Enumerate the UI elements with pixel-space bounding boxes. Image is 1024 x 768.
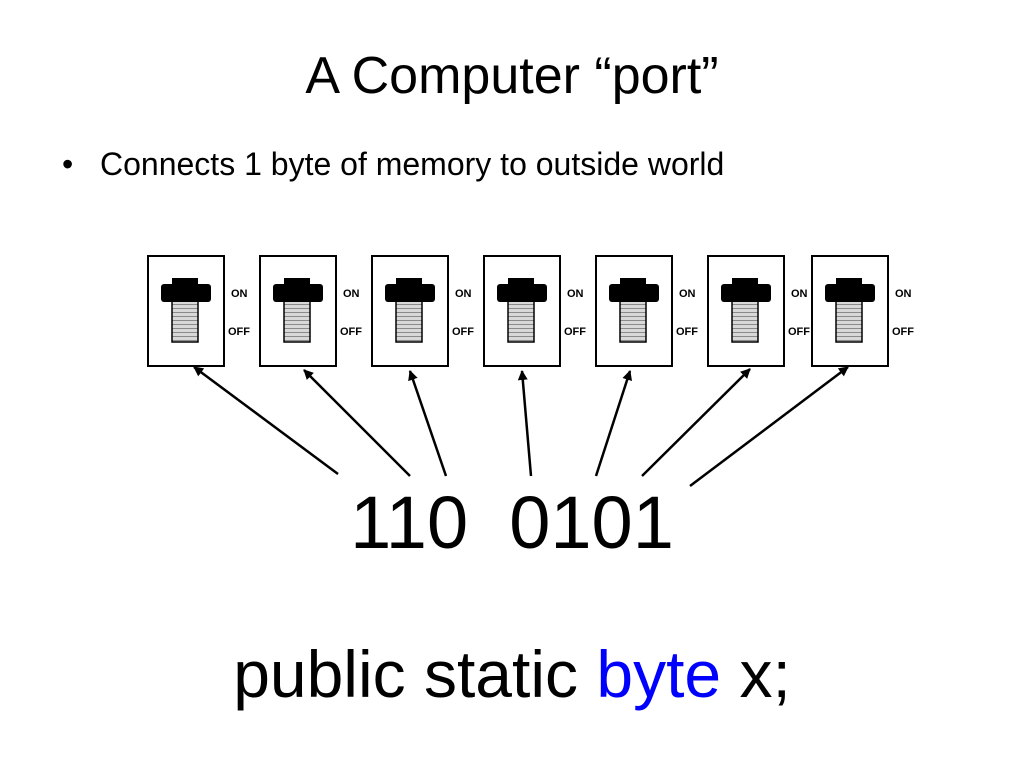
- code-prefix: public static: [233, 637, 597, 711]
- switch-lever-ridges: [395, 299, 423, 343]
- switch-lever-ridges: [171, 299, 199, 343]
- switch-lever-ridges: [283, 299, 311, 343]
- switch-on-label: ON: [343, 288, 360, 300]
- pointer-arrow: [303, 369, 411, 477]
- switch-off-label: OFF: [788, 326, 810, 338]
- switch-lever-stem: [284, 278, 310, 286]
- switch-on-label: ON: [567, 288, 584, 300]
- switch-on-label: ON: [895, 288, 912, 300]
- pointer-arrow: [641, 368, 751, 477]
- arrow-group: [193, 365, 849, 487]
- slide-title: A Computer “port”: [305, 47, 719, 105]
- binary-high-bits: 110: [350, 481, 469, 564]
- pointer-arrow: [689, 366, 849, 487]
- switch-lever-ridges: [619, 299, 647, 343]
- bullet-text: Connects 1 byte of memory to outside wor…: [100, 146, 725, 182]
- switch-lever-ridges: [731, 299, 759, 343]
- dip-switch: ON OFF: [595, 255, 698, 367]
- pointer-arrow: [193, 365, 339, 476]
- code-suffix: x;: [721, 637, 791, 711]
- switch-on-label: ON: [231, 288, 248, 300]
- pointer-arrow: [594, 370, 632, 477]
- switch-off-label: OFF: [228, 326, 250, 338]
- dip-switch-bank: ON OFF ON OFF ON OFF ON OFF ON OFF ON OFF ON OFF: [147, 255, 914, 367]
- switch-lever-stem: [620, 278, 646, 286]
- code-keyword: byte: [596, 637, 722, 711]
- dip-switch: ON OFF: [259, 255, 362, 367]
- switch-lever-cap: [385, 284, 435, 302]
- switch-on-label: ON: [679, 288, 696, 300]
- switch-lever-cap: [273, 284, 323, 302]
- code-line: public static byte x;: [0, 632, 1024, 716]
- binary-low-bits: 0101: [509, 481, 674, 564]
- switch-lever-ridges: [835, 299, 863, 343]
- switch-lever-cap: [721, 284, 771, 302]
- switch-lever-stem: [508, 278, 534, 286]
- switch-lever-cap: [609, 284, 659, 302]
- switch-lever-stem: [732, 278, 758, 286]
- dip-switch: ON OFF: [371, 255, 474, 367]
- pointer-arrow: [408, 370, 448, 477]
- switch-on-label: ON: [791, 288, 808, 300]
- pointer-arrow: [517, 370, 533, 477]
- switch-lever-stem: [172, 278, 198, 286]
- switch-lever-cap: [825, 284, 875, 302]
- switch-off-label: OFF: [452, 326, 474, 338]
- dip-switch: ON OFF: [707, 255, 810, 367]
- switch-off-label: OFF: [340, 326, 362, 338]
- bullet-item: • Connects 1 byte of memory to outside wo…: [62, 142, 724, 186]
- switch-lever-cap: [161, 284, 211, 302]
- switch-off-label: OFF: [564, 326, 586, 338]
- switch-on-label: ON: [455, 288, 472, 300]
- switch-lever-cap: [497, 284, 547, 302]
- switch-lever-stem: [836, 278, 862, 286]
- switch-lever-ridges: [507, 299, 535, 343]
- switch-off-label: OFF: [892, 326, 914, 338]
- binary-value: 110 0101: [0, 478, 1024, 568]
- switch-lever-stem: [396, 278, 422, 286]
- dip-switch: ON OFF: [147, 255, 250, 367]
- bullet-dot: •: [62, 146, 74, 182]
- switch-off-label: OFF: [676, 326, 698, 338]
- dip-switch: ON OFF: [483, 255, 586, 367]
- dip-switch: ON OFF: [811, 255, 914, 367]
